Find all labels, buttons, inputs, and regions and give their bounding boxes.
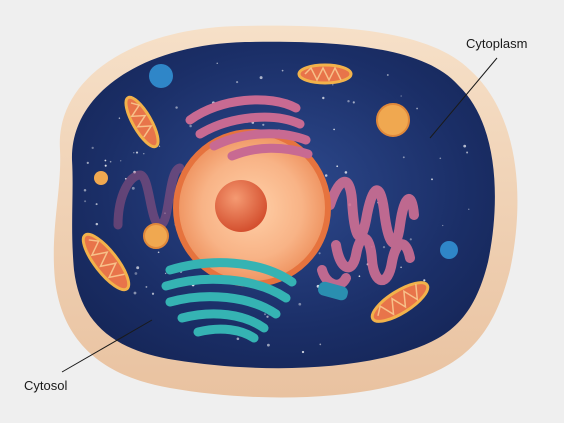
cytosol-speck (266, 315, 269, 318)
cytosol-speck (133, 291, 137, 295)
vesicle-right (376, 103, 410, 137)
cytosol-speck (352, 101, 355, 104)
cytosol-speck (133, 152, 135, 154)
cytosol-speck (264, 313, 266, 316)
cytosol-leader-line (61, 319, 153, 373)
cytosol-speck (298, 302, 302, 306)
cytosol-label: Cytosol (24, 378, 68, 393)
cytosol-speck (131, 186, 135, 190)
rough-er-top (185, 95, 313, 161)
vesicle-small-left (94, 171, 108, 185)
cytosol-speck (402, 156, 405, 159)
cytosol-speck (95, 222, 99, 226)
cytosol-speck (281, 69, 284, 72)
mitochondrion-upper-left (124, 95, 160, 149)
cytosol-speck (439, 157, 442, 160)
cytosol-speck (83, 188, 87, 192)
cytosol-speck (409, 238, 412, 241)
cytosol-speck (118, 117, 121, 119)
cytosol-speck (143, 153, 145, 155)
cytosol-speck (386, 74, 389, 76)
cytosol-speck (136, 266, 140, 270)
cytosol-speck (347, 99, 350, 103)
cytosol-speck (151, 292, 155, 295)
cytosol-speck (124, 177, 127, 180)
cytosol-speck (332, 84, 334, 86)
cytosol-speck (466, 151, 469, 154)
cytosol-speck (104, 159, 107, 162)
cytosol-speck (86, 161, 89, 165)
cytosol-speck (158, 145, 161, 147)
cytosol-speck (157, 251, 160, 254)
cytosol-speck (135, 151, 139, 154)
cytoplasm-leader-line (429, 57, 498, 139)
cytosol-speck (216, 62, 218, 64)
cytosol-speck (175, 106, 178, 109)
cytosol-speck (104, 164, 107, 167)
cytosol-speck (84, 200, 87, 203)
cytosol-speck (336, 165, 339, 168)
cytosol-speck (468, 208, 470, 210)
centriole (318, 281, 348, 301)
cytosol-speck (344, 171, 348, 174)
cytosol-speck (236, 337, 240, 341)
cytosol-speck (333, 128, 335, 131)
cytosol-speck (322, 96, 325, 100)
cytosol-speck (301, 350, 305, 354)
cytosol-speck (442, 224, 444, 227)
cytosol-speck (267, 343, 270, 347)
cytosol-speck (259, 76, 263, 80)
cytosol-speck (91, 146, 94, 150)
vesicle-left (143, 223, 169, 249)
cytosol-speck (95, 203, 98, 206)
cytosol-speck (431, 178, 433, 181)
cytosol-speck (400, 266, 402, 269)
cytosol-speck (324, 174, 328, 177)
rough-er-left (113, 163, 185, 230)
cytosol-speck (358, 275, 361, 278)
cytosol-speck (133, 170, 136, 174)
cytosol-speck (134, 272, 138, 275)
cytosol-speck (423, 279, 426, 282)
cytoplasm-label: Cytoplasm (466, 36, 528, 51)
cytosol-speck (400, 95, 402, 97)
mitochondrion-lower-left (81, 232, 131, 292)
cytosol-speck (145, 285, 148, 288)
cytosol-speck (382, 246, 386, 249)
cytosol-speck (463, 144, 467, 148)
cytosol-speck (416, 107, 419, 110)
mitochondrion-top (297, 63, 353, 85)
golgi-apparatus (161, 258, 297, 343)
cytosol-speck (120, 160, 122, 162)
nucleolus (215, 180, 267, 232)
cytosol-speck (164, 212, 166, 215)
cytosol-speck (109, 160, 112, 163)
cytosol-speck (262, 123, 265, 126)
cytosol-speck (164, 272, 167, 275)
lysosome-right (440, 241, 458, 259)
cytosol-speck (319, 343, 322, 346)
cytosol-speck (318, 252, 321, 255)
lysosome-top-left (149, 64, 173, 88)
cytosol-speck (189, 124, 192, 128)
cytosol-speck (236, 81, 239, 84)
mitochondrion-lower-right (370, 281, 430, 323)
